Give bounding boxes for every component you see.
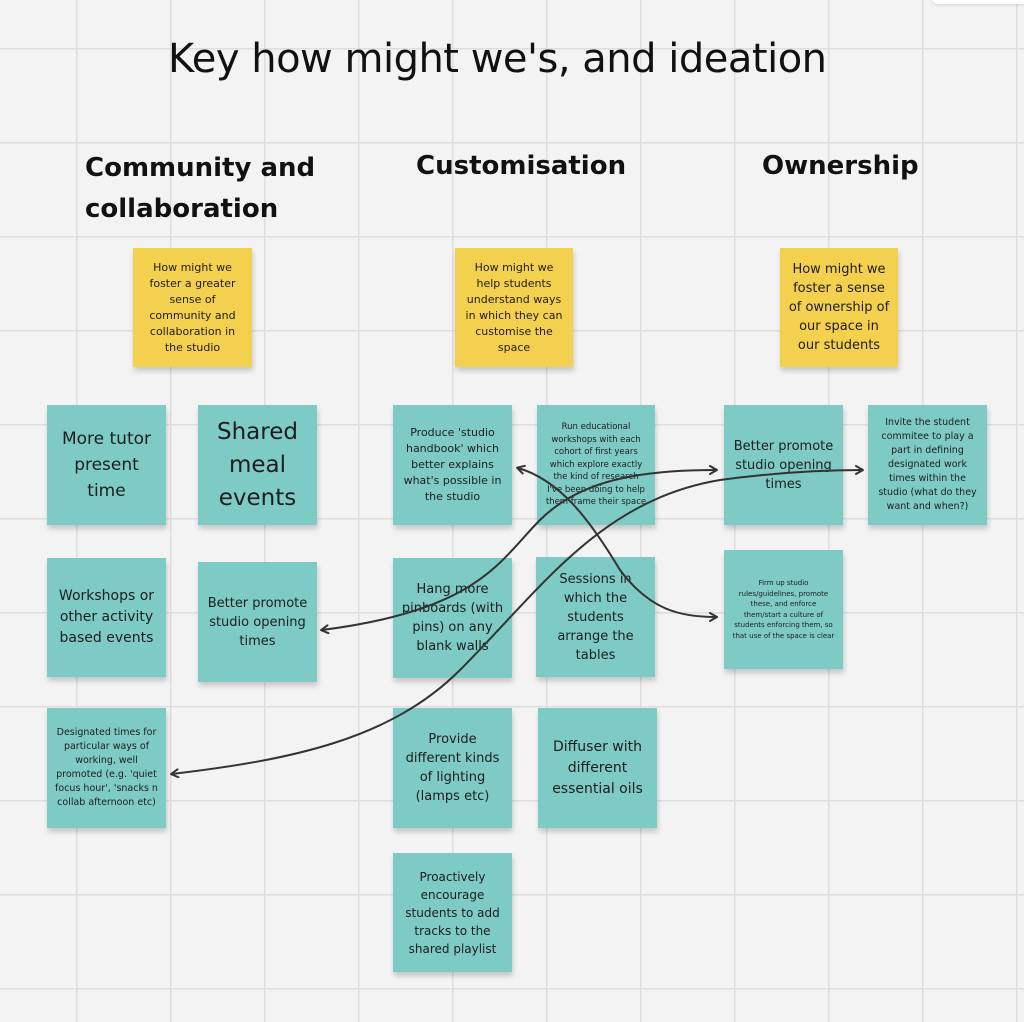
note-text: How might we help students understand wa… — [465, 260, 563, 354]
column-heading-community: Community and collaboration — [85, 153, 316, 224]
sticky-note-hmw-community[interactable]: How might we foster a greater sense of c… — [133, 248, 252, 367]
sticky-note-more-tutor[interactable]: More tutor present time — [47, 405, 166, 525]
sticky-note-shared-meal[interactable]: Shared meal events — [198, 405, 317, 525]
note-text: Workshops or other activity based events — [58, 588, 155, 646]
sticky-note-pinboards[interactable]: Hang more pinboards (with pins) on any b… — [393, 558, 512, 678]
note-text: How might we foster a greater sense of c… — [149, 260, 236, 354]
sticky-note-lighting[interactable]: Provide different kinds of lighting (lam… — [393, 708, 512, 828]
note-text: Run educational workshops with each coho… — [545, 422, 647, 508]
sticky-note-hmw-ownership[interactable]: How might we foster a sense of ownership… — [780, 248, 898, 367]
sticky-note-designated-times[interactable]: Designated times for particular ways of … — [47, 708, 166, 828]
note-text: Designated times for particular ways of … — [55, 727, 158, 808]
note-text: Produce 'studio handbook' which better e… — [403, 426, 502, 503]
sticky-note-sessions-tables[interactable]: Sessions in which the students arrange t… — [536, 557, 655, 677]
sticky-note-playlist[interactable]: Proactively encourage students to add tr… — [393, 853, 512, 972]
note-text: Hang more pinboards (with pins) on any b… — [401, 582, 504, 654]
sticky-note-studio-handbook[interactable]: Produce 'studio handbook' which better e… — [393, 405, 512, 525]
connector-promote-times[interactable] — [320, 465, 718, 635]
note-text: Provide different kinds of lighting (lam… — [405, 732, 500, 804]
sticky-note-workshops-activity[interactable]: Workshops or other activity based events — [47, 558, 166, 677]
note-text: How might we foster a sense of ownership… — [788, 262, 890, 353]
sticky-note-better-promote-community[interactable]: Better promote studio opening times — [198, 562, 317, 682]
sticky-note-better-promote-ownership[interactable]: Better promote studio opening times — [724, 405, 843, 525]
toolbar-corner — [932, 0, 1024, 4]
note-text: Firm up studio rules/guidelines, promote… — [732, 579, 835, 640]
note-text: Better promote studio opening times — [733, 438, 834, 492]
note-text: More tutor present time — [61, 429, 152, 501]
sticky-note-diffuser[interactable]: Diffuser with different essential oils — [538, 708, 657, 828]
column-heading-customisation: Customisation — [416, 151, 627, 181]
sticky-note-invite-committee[interactable]: Invite the student commitee to play a pa… — [868, 405, 987, 525]
note-text: Sessions in which the students arrange t… — [557, 571, 634, 663]
sticky-note-firm-up-rules[interactable]: Firm up studio rules/guidelines, promote… — [724, 550, 843, 669]
sticky-note-educational-workshops[interactable]: Run educational workshops with each coho… — [537, 405, 655, 525]
note-text: Shared meal events — [217, 418, 298, 511]
note-text: Proactively encourage students to add tr… — [405, 869, 500, 956]
note-text: Diffuser with different essential oils — [552, 738, 643, 797]
sticky-note-hmw-customisation[interactable]: How might we help students understand wa… — [455, 248, 573, 367]
note-text: Invite the student commitee to play a pa… — [878, 417, 977, 512]
note-text: Better promote studio opening times — [207, 595, 308, 649]
board-title: Key how might we's, and ideation — [168, 36, 827, 82]
column-heading-ownership: Ownership — [762, 151, 919, 181]
